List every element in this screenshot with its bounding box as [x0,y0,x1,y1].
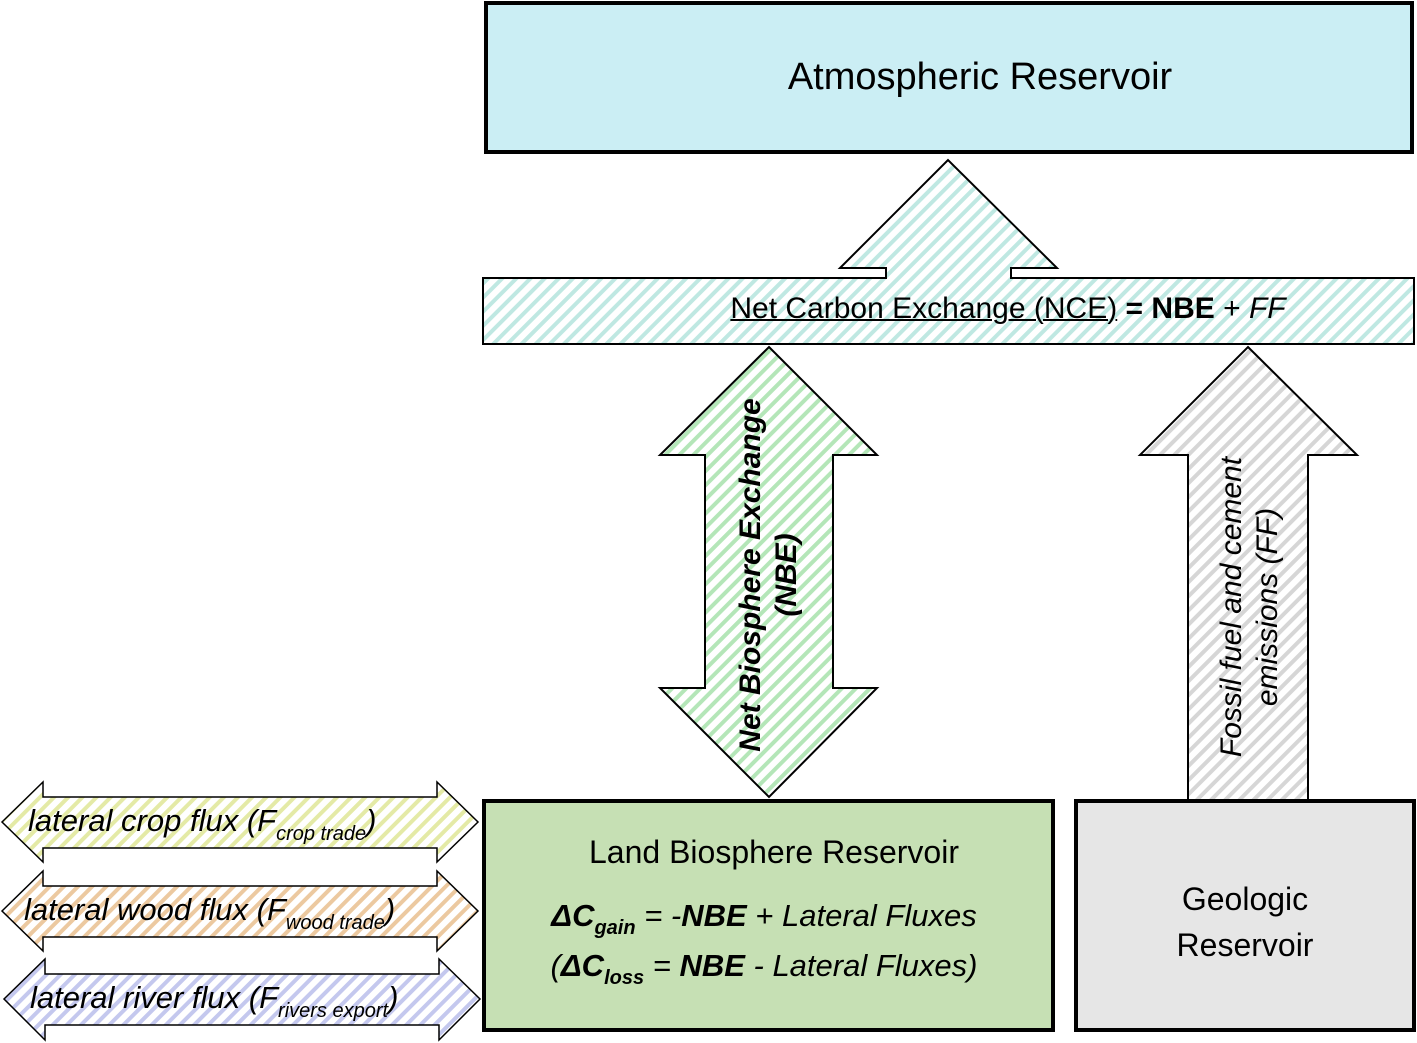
wood-flux-close: ) [384,892,396,927]
land-biosphere-reservoir-box [482,799,1055,1032]
nce-equals: = [1117,292,1152,325]
land-loss-equation: (ΔCloss = NBE - Lateral Fluxes) [483,950,1045,988]
river-flux-name: lateral river flux (F [30,980,279,1015]
nce-label-name: Net Carbon Exchange (NCE) [730,292,1118,325]
eq2-rest: - Lateral Fluxes) [744,948,978,983]
eq2-nbe: NBE [679,948,745,983]
lateral-wood-flux-arrow [0,869,480,953]
lateral-river-flux-arrow [2,957,482,1042]
eq2-delta: ΔC [560,948,605,983]
eq1-mid: = - [635,898,682,933]
geologic-title-line1: Geologic [1181,881,1309,917]
eq1-delta: ΔC [551,898,595,933]
ff-label-line2: emissions (FF) [1251,507,1284,707]
nce-ff-term: FF [1248,292,1286,325]
wood-flux-sub: wood trade [285,912,385,934]
eq2-mid: = [644,948,680,983]
crop-flux-close: ) [366,803,377,838]
river-flux-sub: rivers export [278,1000,389,1022]
nbe-label-line1: Net Biosphere Exchange [734,398,767,752]
eq1-rest: + Lateral Fluxes [746,898,977,933]
geologic-title-line2: Reservoir [1176,927,1314,964]
eq2-sub: loss [604,967,645,989]
nce-arrow [482,158,1415,345]
river-flux-close: ) [388,980,399,1015]
nce-nbe-term: NBE [1151,292,1215,325]
lateral-crop-flux-arrow [0,780,480,864]
wood-flux-name: lateral wood flux (F [24,892,286,927]
lateral-river-flux-label: lateral river flux (Frivers export) [30,982,398,1021]
crop-flux-sub: crop trade [276,823,367,845]
ff-label: Fossil fuel and cement emissions (FF) [1214,457,1286,757]
nbe-label-line2: (NBE) [770,533,803,617]
eq1-sub: gain [594,917,636,939]
nbe-double-arrow [657,345,880,799]
geologic-reservoir-box [1074,799,1416,1032]
nce-plus: + [1214,292,1249,325]
atmospheric-reservoir-title: Atmospheric Reservoir [787,56,1173,98]
lateral-wood-flux-label: lateral wood flux (Fwood trade) [24,894,395,933]
lateral-crop-flux-label: lateral crop flux (Fcrop trade) [28,805,376,844]
land-gain-equation: ΔCgain = -NBE + Lateral Fluxes [483,900,1045,938]
nbe-label: Net Biosphere Exchange (NBE) [733,398,805,751]
geologic-reservoir-title: Geologic Reservoir [1074,876,1416,969]
eq2-open: ( [550,948,561,983]
ff-label-line1: Fossil fuel and cement [1215,456,1248,758]
nce-label: Net Carbon Exchange (NCE) = NBE + FF [483,294,1417,324]
atmospheric-reservoir-box [484,1,1414,154]
land-biosphere-reservoir-title: Land Biosphere Reservoir [589,834,959,870]
crop-flux-name: lateral crop flux (F [28,803,277,838]
eq1-nbe: NBE [681,898,747,933]
